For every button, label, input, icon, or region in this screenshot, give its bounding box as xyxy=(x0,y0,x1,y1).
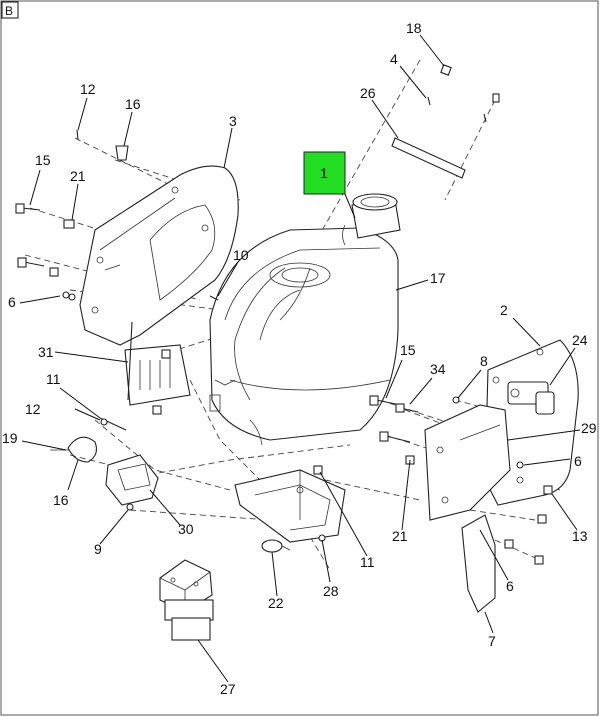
battery-tray-part xyxy=(234,469,346,543)
leader-lines xyxy=(19,34,581,683)
callout-label[interactable]: 13 xyxy=(572,528,588,544)
callout-label[interactable]: 11 xyxy=(360,554,375,570)
highlight-box[interactable] xyxy=(303,151,346,195)
callout-label[interactable]: 6 xyxy=(506,578,514,594)
callout-label[interactable]: 34 xyxy=(430,361,446,377)
frame-letter: B xyxy=(5,4,13,18)
pump-module-part xyxy=(159,559,214,641)
callout-label[interactable]: 3 xyxy=(229,113,237,129)
clamp-part xyxy=(50,436,97,463)
callout-label[interactable]: 15 xyxy=(35,152,51,168)
callout-label[interactable]: 6 xyxy=(8,294,16,310)
highlight-callout[interactable]: 1 xyxy=(320,165,328,181)
callout-label[interactable]: 16 xyxy=(125,96,141,112)
callout-label[interactable]: 9 xyxy=(94,541,102,557)
tank-strap-part xyxy=(391,137,466,179)
callout-label[interactable]: 6 xyxy=(574,453,582,469)
callout-label[interactable]: 27 xyxy=(220,681,236,697)
shield-bracket-part xyxy=(79,165,239,346)
callout-label[interactable]: 29 xyxy=(581,420,597,436)
inner-plate-part xyxy=(424,404,511,521)
callout-label[interactable]: 7 xyxy=(488,633,496,649)
callout-label[interactable]: 26 xyxy=(360,85,376,101)
frame-letter-box xyxy=(1,1,19,19)
callout-label[interactable]: 22 xyxy=(268,595,284,611)
callout-label[interactable]: 12 xyxy=(80,81,96,97)
callout-labels: 18 4 26 12 16 3 15 21 10 17 6 2 24 31 15… xyxy=(2,20,597,697)
solenoid-part xyxy=(507,381,555,415)
callout-label[interactable]: 11 xyxy=(46,371,61,387)
callout-label[interactable]: 21 xyxy=(70,168,86,184)
mud-flap-part xyxy=(461,514,496,613)
slotted-bracket-part xyxy=(124,321,191,406)
callout-label[interactable]: 19 xyxy=(2,430,18,446)
callout-label[interactable]: 17 xyxy=(430,270,446,286)
small-bracket-part xyxy=(105,454,159,506)
callout-label[interactable]: 28 xyxy=(323,583,339,599)
callout-label[interactable]: 12 xyxy=(25,401,41,417)
fuel-tank-part xyxy=(209,193,401,446)
callout-label[interactable]: 18 xyxy=(406,20,422,36)
callout-label[interactable]: 10 xyxy=(233,247,249,263)
callout-label[interactable]: 30 xyxy=(178,521,194,537)
callout-label[interactable]: 4 xyxy=(390,51,398,67)
fasteners xyxy=(15,64,553,565)
callout-label[interactable]: 16 xyxy=(53,492,69,508)
callout-label[interactable]: 24 xyxy=(572,332,588,348)
callout-label[interactable]: 31 xyxy=(38,344,54,360)
highlight-leader xyxy=(344,193,356,219)
callout-label[interactable]: 8 xyxy=(480,353,488,369)
callout-label[interactable]: 2 xyxy=(500,302,508,318)
callout-label[interactable]: 15 xyxy=(400,342,416,358)
hose-clamp-part xyxy=(261,539,291,553)
callout-label[interactable]: 21 xyxy=(392,528,408,544)
